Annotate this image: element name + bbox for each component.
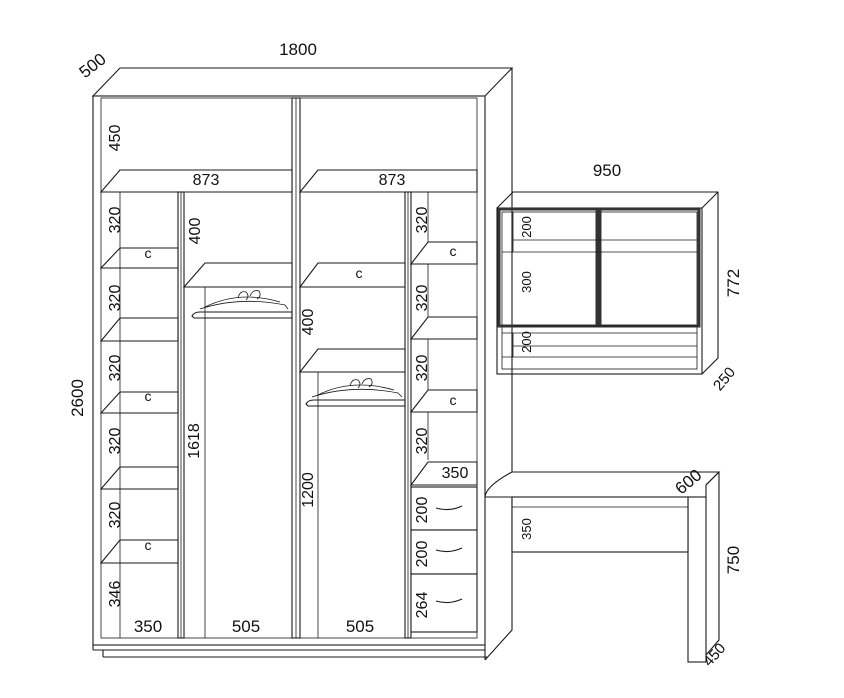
left-shelf-height-label: 320	[107, 285, 124, 312]
right-shelf-height-label: 320	[414, 207, 431, 234]
wall-cabinet-height-label: 772	[724, 269, 743, 297]
drawer-height-label: 200	[414, 541, 431, 568]
drawer-height-label: 264	[414, 592, 431, 619]
desk-panel-height-label: 350	[519, 518, 534, 540]
dimension-labels: 1800 500 2600 450 873 873 320 320 320 32…	[68, 40, 743, 670]
wardrobe-width-label: 1800	[279, 40, 317, 59]
drawer-height-label: 200	[414, 497, 431, 524]
drawer-handle-icon	[435, 598, 463, 604]
right-shelf-height-label: 320	[414, 428, 431, 455]
left-shelf-height-label: 320	[107, 428, 124, 455]
left-hanging-width-label: 505	[232, 617, 260, 636]
hanger-icon	[305, 378, 406, 407]
wall-cabinet-section-label: 200	[519, 216, 534, 238]
right-shelf-height-label: 320	[414, 285, 431, 312]
shelf-marker: с	[450, 392, 457, 408]
desk	[484, 471, 721, 663]
right-column-shelf-width-label: 350	[442, 465, 469, 482]
shelf-marker: с	[145, 245, 152, 261]
glass-door	[598, 207, 701, 328]
wall-cabinet-section-label: 200	[519, 331, 534, 353]
glass-door	[497, 207, 599, 328]
shelf-marker: с	[356, 265, 363, 281]
wardrobe-height-label: 2600	[68, 379, 87, 417]
left-shelf-height-label: 320	[107, 355, 124, 382]
right-hanging-height-label: 1200	[300, 472, 317, 508]
wall-cabinet-depth-label: 250	[710, 364, 739, 394]
hanger-icon	[191, 290, 293, 319]
left-hanging-height-label: 1618	[186, 423, 203, 459]
left-column-width-label: 350	[134, 617, 162, 636]
desk-height-label: 750	[724, 546, 743, 574]
drawer-handle-icon	[435, 547, 463, 553]
right-hanging-width-label: 505	[346, 617, 374, 636]
wall-cabinet	[496, 191, 719, 375]
shelf-marker: с	[145, 388, 152, 404]
right-hanging-upper-label: 400	[300, 309, 317, 336]
wardrobe	[91, 67, 514, 661]
left-shelf-height-label: 320	[107, 502, 124, 529]
wardrobe-depth-label: 500	[76, 49, 110, 81]
top-shelf-width-left-label: 873	[193, 172, 220, 189]
shelf-marker: с	[145, 537, 152, 553]
drawer-handle-icon	[435, 505, 463, 511]
right-shelf-height-label: 320	[414, 355, 431, 382]
drawer	[410, 486, 478, 531]
top-section-height-label: 450	[107, 125, 124, 152]
wall-cabinet-section-label: 300	[519, 271, 534, 293]
left-shelf-height-label: 346	[107, 581, 124, 608]
wall-cabinet-width-label: 950	[593, 161, 621, 180]
left-hanging-upper-label: 400	[187, 218, 204, 245]
shelf-marker: с	[450, 243, 457, 259]
top-shelf-width-right-label: 873	[379, 172, 406, 189]
left-shelf-height-label: 320	[107, 207, 124, 234]
